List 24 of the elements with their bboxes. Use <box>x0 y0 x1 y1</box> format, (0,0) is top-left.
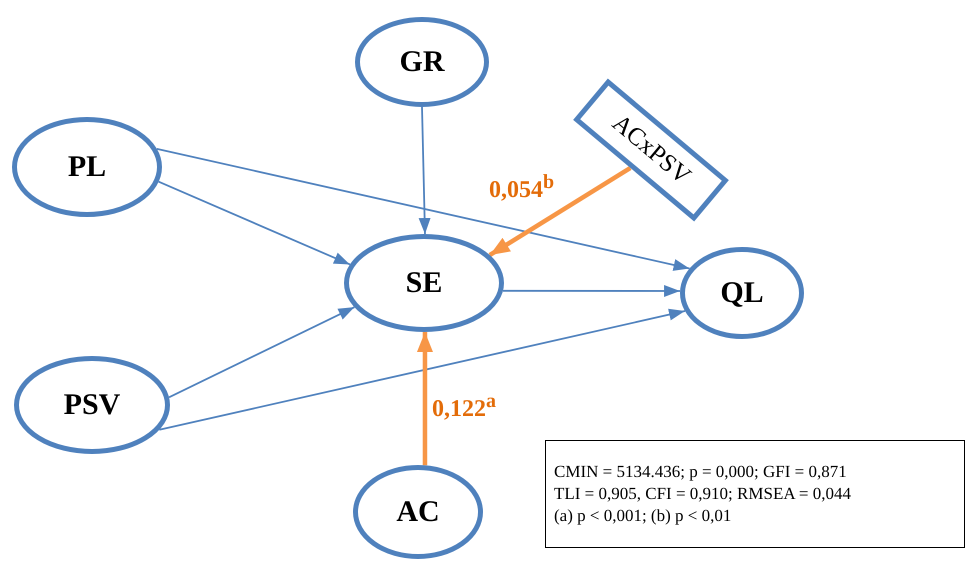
arrow <box>159 308 686 431</box>
arrow <box>416 332 433 466</box>
construct-ellipse <box>355 17 489 107</box>
node-label: SE <box>406 266 442 300</box>
statistics-text: CMIN = 5134.436; p = 0,000; GFI = 0,871 <box>554 461 847 483</box>
construct-ellipse <box>353 465 483 559</box>
arrow <box>156 148 690 271</box>
node-label: PSV <box>64 388 120 422</box>
statistics-text: TLI = 0,905, CFI = 0,910; RMSEA = 0,044 <box>554 483 852 505</box>
statistics-text: (a) p < 0,001; (b) p < 0,01 <box>554 505 732 527</box>
arrow <box>488 166 632 258</box>
node-label: PL <box>68 150 106 184</box>
construct-ellipse <box>344 234 504 332</box>
node-label: GR <box>400 45 444 79</box>
construct-ellipse <box>12 117 162 217</box>
arrow <box>502 284 680 297</box>
node-label: AC <box>396 495 440 529</box>
arrow <box>158 180 350 266</box>
construct-ellipse <box>680 247 804 339</box>
arrow <box>168 306 355 398</box>
arrow <box>418 106 431 234</box>
fit-statistics-box <box>545 440 965 548</box>
node-label: QL <box>720 276 764 310</box>
construct-ellipse <box>14 356 170 454</box>
